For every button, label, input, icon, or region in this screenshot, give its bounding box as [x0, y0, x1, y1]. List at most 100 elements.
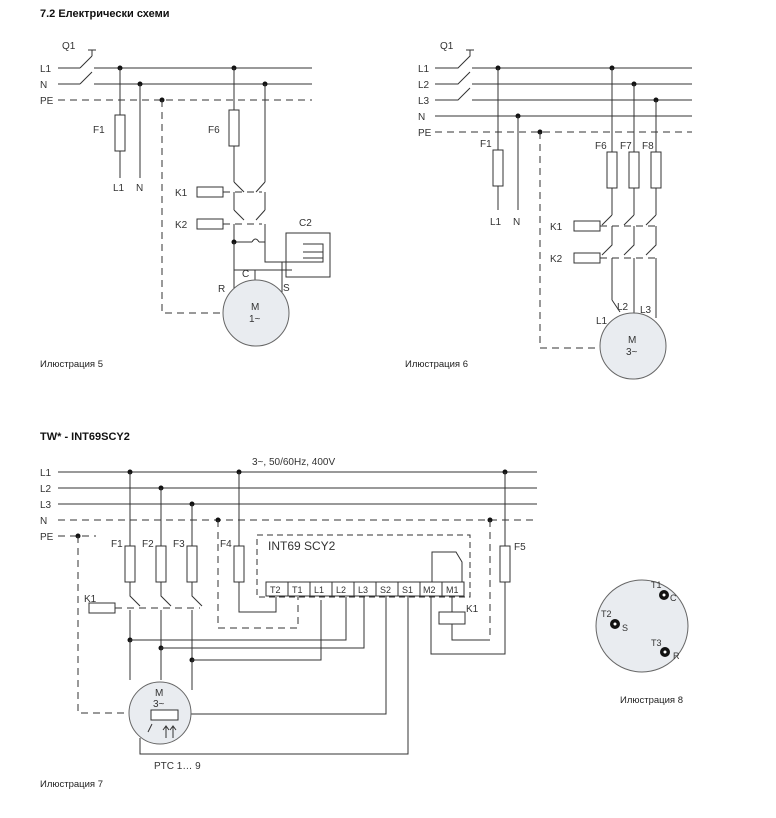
terminal-t1-label: T1: [292, 585, 303, 595]
illustration-8-terminal-plate: T1 C T2 S T3 R: [595, 579, 689, 673]
motor-m-label-7: M: [155, 688, 163, 699]
supply-label: 3~, 50/60Hz, 400V: [252, 457, 335, 468]
f8-label-6: F8: [642, 141, 654, 152]
f1-label-7: F1: [111, 539, 123, 550]
f6-label-6: F6: [595, 141, 607, 152]
k1-left-label: K1: [84, 594, 97, 605]
terminal-m2-label: M2: [423, 585, 436, 595]
fuse-f8-6: [650, 151, 662, 189]
l1-label: L1: [40, 64, 52, 75]
fuse-f2-7: [155, 545, 167, 583]
fuse-f4-7: [233, 545, 245, 583]
caption-illustration-6: Илюстрация 6: [405, 359, 468, 370]
caption-illustration-7: Илюстрация 7: [40, 779, 103, 790]
out-l1-label: L1: [113, 183, 125, 194]
fuse-f6-6: [606, 151, 618, 189]
k1-right-label: K1: [466, 604, 479, 615]
s-label: S: [283, 283, 290, 294]
t3-label-8: T3: [651, 638, 662, 648]
l3-label-6: L3: [418, 96, 430, 107]
motor-3-label-6: 3~: [626, 347, 638, 358]
terminal-m1-label: M1: [446, 585, 459, 595]
terminal-s2-label: S2: [380, 585, 391, 595]
out-n-label-6: N: [513, 217, 520, 228]
ptc-sensor: [150, 709, 179, 721]
fuse-f1-6: [492, 149, 504, 187]
c2-label: C2: [299, 218, 312, 229]
q1-label-6: Q1: [440, 41, 454, 52]
motor-l1-label-6: L1: [596, 316, 608, 327]
terminal-t2-label: T2: [270, 585, 281, 595]
f1-label: F1: [93, 125, 105, 136]
f1-label-6: F1: [480, 139, 492, 150]
fuse-f1-7: [124, 545, 136, 583]
k2-label: K2: [175, 220, 188, 231]
fuse-f1: [114, 114, 126, 152]
main-switch-q1: [58, 49, 312, 69]
illustration-5-single-phase: Q1 L1 N PE F1 L1 N F6 K1 K2 C2: [40, 41, 331, 347]
motor-m-label-6: M: [628, 335, 636, 346]
r-label-8: R: [673, 651, 680, 661]
illustration-7-int69scy2: 3~, 50/60Hz, 400V L1 L2 L3 N PE F1 F2 F3…: [40, 457, 537, 772]
contactor-k2-coil-6: [573, 252, 601, 264]
l2-label-6: L2: [418, 80, 430, 91]
motor-l3-label-6: L3: [640, 305, 652, 316]
f6-label: F6: [208, 125, 220, 136]
contactor-k1-coil-7: [88, 602, 116, 614]
illustration-6-three-phase: Q1 L1 L2 L3 N PE F1 L1 N F6 F7 F8 K1 K2: [418, 41, 692, 380]
terminal-strip: T2 T1 L1 L2 L3 S2 S1 M2 M1: [265, 581, 465, 597]
fuse-f7-6: [628, 151, 640, 189]
contactor-k1-coil-right: [438, 611, 466, 625]
terminal-l3-label: L3: [358, 585, 368, 595]
fuse-f3-7: [186, 545, 198, 583]
caption-illustration-8: Илюстрация 8: [620, 695, 683, 706]
k1-label-6: K1: [550, 222, 563, 233]
f3-label-7: F3: [173, 539, 185, 550]
fuse-f5-7: [499, 545, 511, 583]
n-label-7: N: [40, 516, 47, 527]
motor-single-phase: [222, 279, 290, 347]
l1-label-7: L1: [40, 468, 52, 479]
contactor-k2-coil: [196, 218, 224, 230]
n-label: N: [40, 80, 47, 91]
motor-m-label: M: [251, 302, 259, 313]
f4-label-7: F4: [220, 539, 232, 550]
pe-label-7: PE: [40, 532, 54, 543]
contactor-k1-coil: [196, 186, 224, 198]
tw-heading: TW* - INT69SCY2: [40, 431, 130, 443]
t1-label-8: T1: [651, 580, 662, 590]
fuse-f6: [228, 109, 240, 147]
k2-label-6: K2: [550, 254, 563, 265]
section-heading: 7.2 Електрически схеми: [40, 8, 170, 20]
contactor-k1-coil-6: [573, 220, 601, 232]
k1-label: K1: [175, 188, 188, 199]
l3-label-7: L3: [40, 500, 52, 511]
neutral-line: [58, 71, 312, 85]
module-label: INT69 SCY2: [268, 539, 336, 553]
terminal-l1-label: L1: [314, 585, 324, 595]
out-l1-label-6: L1: [490, 217, 502, 228]
c-label: C: [242, 269, 249, 280]
motor-3-label-7: 3~: [153, 699, 165, 710]
l1-label-6: L1: [418, 64, 430, 75]
terminal-s1-label: S1: [402, 585, 413, 595]
f7-label-6: F7: [620, 141, 632, 152]
out-n-label: N: [136, 183, 143, 194]
ptc-label: PTC 1… 9: [154, 761, 201, 772]
c-label-8: C: [670, 593, 677, 603]
pe-label-6: PE: [418, 128, 432, 139]
t2-label-8: T2: [601, 609, 612, 619]
motor-1-label: 1~: [249, 314, 261, 325]
motor-l2-label-6: L2: [617, 302, 629, 313]
s-label-8: S: [622, 623, 628, 633]
n-label-6: N: [418, 112, 425, 123]
terminal-m1: [441, 581, 465, 597]
terminal-l2-label: L2: [336, 585, 346, 595]
pe-label: PE: [40, 96, 54, 107]
f2-label-7: F2: [142, 539, 154, 550]
l2-label-7: L2: [40, 484, 52, 495]
f5-label-7: F5: [514, 542, 526, 553]
r-label: R: [218, 284, 225, 295]
motor-three-phase-6: [599, 312, 667, 380]
